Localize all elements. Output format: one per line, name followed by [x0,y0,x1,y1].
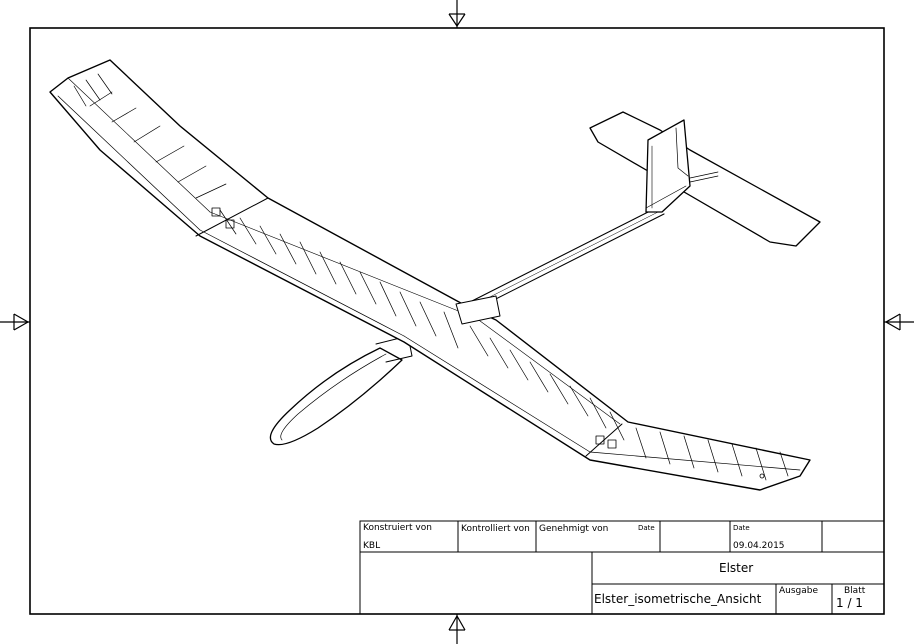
center-mark-bottom [448,614,466,644]
sheet-value: 1 / 1 [836,596,863,610]
main-wing [49,59,811,491]
vertical-fin [645,119,691,213]
wing-joiner-boxes [211,207,617,449]
center-mark-left [0,313,30,331]
sheet-label: Blatt [844,586,866,596]
drawing-title: Elster [719,561,754,575]
date-label-approved: Date [638,524,655,532]
edition-label: Ausgabe [779,586,819,596]
glider-drawing [49,59,821,491]
tail-boom [469,205,665,311]
title-block-grid [359,520,885,615]
constructed-by-value: KBL [363,541,381,551]
constructed-by-label: Konstruiert von [363,523,432,533]
horizontal-stabilizer [589,111,821,247]
title-block: Konstruiert von KBL Kontrolliert von Gen… [360,521,884,614]
date-value: 09.04.2015 [733,541,785,551]
file-name: Elster_isometrische_Ansicht [594,592,762,606]
center-mark-right [884,313,914,331]
fuselage-pod [269,335,413,446]
date-label-issue: Date [733,524,750,532]
wing-ribs [73,73,789,481]
approved-by-label: Genehmigt von [539,524,609,534]
center-mark-top [448,0,466,28]
checked-by-label: Kontrolliert von [461,524,530,534]
